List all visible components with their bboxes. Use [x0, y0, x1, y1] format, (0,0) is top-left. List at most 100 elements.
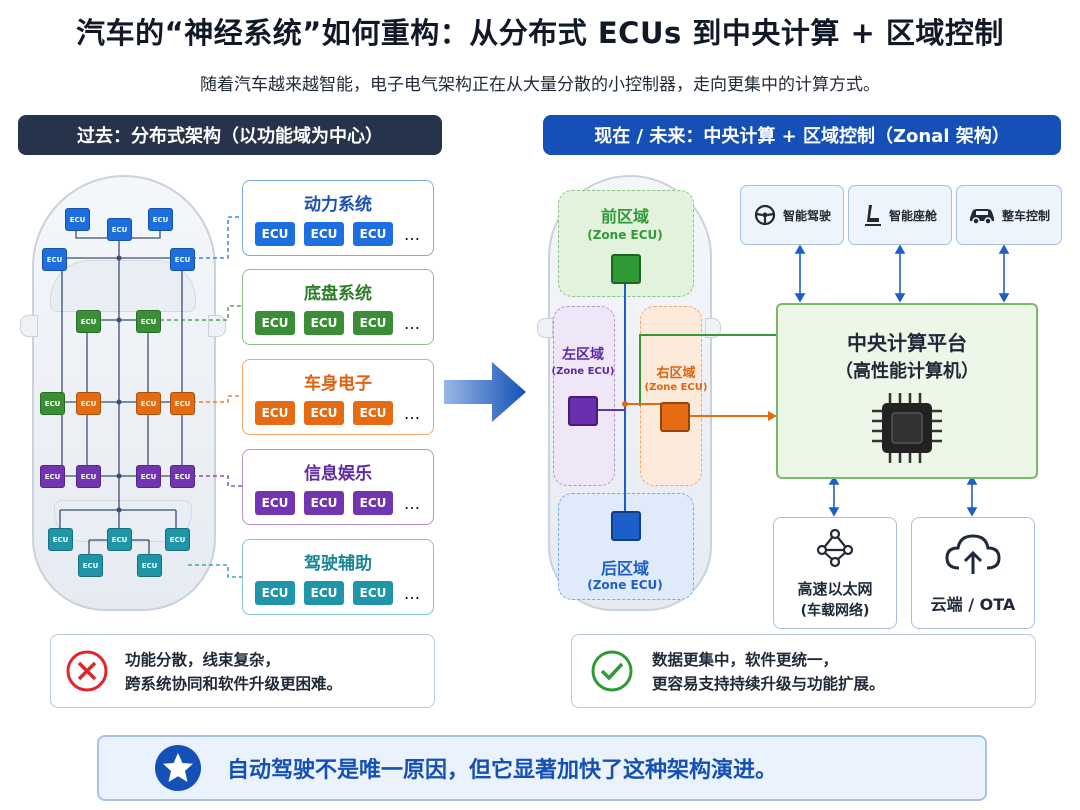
- transition-arrow-icon: [444, 362, 526, 422]
- zone-front-name: 前区域: [600, 207, 649, 226]
- ecu-block: ECU: [65, 208, 90, 231]
- zone-front-sub: (Zone ECU): [587, 228, 663, 242]
- con-line: 跨系统协同和软件升级更困难。: [125, 675, 343, 693]
- function-label: 智能驾驶: [782, 208, 831, 223]
- domain-ecu-chip: ECU: [304, 581, 344, 605]
- function-box-vehicle-control: 整车控制: [956, 185, 1062, 245]
- ecu-block: ECU: [170, 465, 195, 488]
- ecu-block: ECU: [42, 248, 67, 271]
- domain-name: 车身电子: [304, 374, 372, 394]
- cloud-box: 云端 / OTA: [911, 517, 1035, 629]
- domain-box-adas: 驾驶辅助 ECU ECU ECU …: [242, 539, 434, 615]
- zone-left-name: 左区域: [562, 347, 604, 363]
- zone-right-sub: (Zone ECU): [644, 382, 708, 393]
- domain-box-chassis: 底盘系统 ECU ECU ECU …: [242, 269, 434, 345]
- ecu-block: ECU: [78, 554, 103, 577]
- pro-line: 更容易支持持续升级与功能扩展。: [652, 675, 885, 693]
- domain-ecu-chip: ECU: [304, 401, 344, 425]
- domain-ecu-chip: ECU: [304, 491, 344, 515]
- zone-left-chip-icon: [568, 396, 598, 426]
- domain-ecu-chip: ECU: [255, 401, 295, 425]
- function-label: 智能座舱: [888, 208, 937, 223]
- ecu-block: ECU: [76, 310, 101, 333]
- con-note: 功能分散，线束复杂， 跨系统协同和软件升级更困难。: [50, 634, 435, 708]
- domain-ecu-chip: ECU: [353, 401, 393, 425]
- cloud-upload-icon: [945, 534, 1001, 574]
- pro-line: 数据更集中，软件更统一，: [652, 651, 839, 669]
- ecu-block: ECU: [76, 392, 101, 415]
- domain-ecu-chip: ECU: [353, 222, 393, 246]
- page-title: 汽车的“神经系统”如何重构：从分布式 ECUs 到中央计算 + 区域控制: [76, 16, 1004, 50]
- more-ellipsis: …: [404, 403, 421, 423]
- domain-ecu-chip: ECU: [353, 311, 393, 335]
- pro-note: 数据更集中，软件更统一， 更容易支持持续升级与功能扩展。: [571, 634, 1036, 708]
- mirror-right-r: [705, 318, 721, 338]
- ecu-block: ECU: [40, 392, 65, 415]
- banner-text: 自动驾驶不是唯一原因，但它显著加快了这种架构演进。: [227, 758, 778, 783]
- domain-name: 驾驶辅助: [304, 554, 372, 574]
- left-panel-header: 过去：分布式架构（以功能域为中心）: [18, 115, 442, 155]
- zone-right-name: 右区域: [656, 366, 696, 381]
- function-box-smart-cockpit: 智能座舱: [848, 185, 952, 245]
- more-ellipsis: …: [404, 493, 421, 513]
- ecu-block: ECU: [76, 465, 101, 488]
- domain-ecu-chip: ECU: [304, 311, 344, 335]
- domain-box-body: 车身电子 ECU ECU ECU …: [242, 359, 434, 435]
- right-panel-header: 现在 / 未来：中央计算 + 区域控制（Zonal 架构）: [543, 115, 1061, 155]
- domain-ecu-chip: ECU: [255, 311, 295, 335]
- domain-name: 底盘系统: [304, 284, 372, 304]
- domain-name: 信息娱乐: [304, 464, 372, 484]
- central-title: 中央计算平台: [847, 331, 967, 355]
- network-icon: [816, 528, 854, 568]
- ecu-block: ECU: [137, 554, 162, 577]
- domain-ecu-chip: ECU: [304, 222, 344, 246]
- function-label: 整车控制: [1001, 208, 1050, 223]
- steering-wheel-icon: [754, 204, 776, 226]
- zone-rear-name: 后区域: [600, 559, 649, 578]
- processor-icon: [872, 393, 942, 463]
- ecu-block: ECU: [136, 465, 161, 488]
- ecu-block: ECU: [170, 392, 195, 415]
- more-ellipsis: …: [404, 313, 421, 333]
- ecu-block: ECU: [170, 248, 195, 271]
- ecu-block: ECU: [136, 310, 161, 333]
- domain-ecu-chip: ECU: [255, 222, 295, 246]
- ecu-block: ECU: [165, 528, 190, 551]
- ecu-block: ECU: [107, 218, 132, 241]
- con-line: 功能分散，线束复杂，: [125, 651, 281, 669]
- cloud-label: 云端 / OTA: [930, 595, 1016, 614]
- ecu-block: ECU: [107, 528, 132, 551]
- domain-ecu-chip: ECU: [255, 581, 295, 605]
- more-ellipsis: …: [404, 583, 421, 603]
- ethernet-box: 高速以太网 (车载网络): [773, 517, 897, 629]
- zone-front-chip-icon: [611, 254, 641, 284]
- function-box-autonomous-driving: 智能驾驶: [740, 185, 844, 245]
- x-circle-icon: [66, 650, 108, 692]
- domain-box-powertrain: 动力系统 ECU ECU ECU …: [242, 180, 434, 256]
- central-subtitle: （高性能计算机）: [835, 361, 979, 382]
- zone-left-sub: (Zone ECU): [551, 366, 615, 377]
- domain-name: 动力系统: [304, 195, 372, 215]
- star-icon: [155, 745, 201, 791]
- more-ellipsis: …: [404, 224, 421, 244]
- domain-ecu-chip: ECU: [353, 491, 393, 515]
- seat-icon: [864, 205, 881, 226]
- check-circle-icon: [591, 650, 633, 692]
- mirror-left-l: [20, 315, 38, 337]
- domain-ecu-chip: ECU: [255, 491, 295, 515]
- ethernet-label: 高速以太网: [797, 580, 873, 598]
- mirror-right-l: [537, 318, 553, 338]
- central-compute-box: 中央计算平台 （高性能计算机）: [776, 303, 1038, 479]
- zone-rear-sub: (Zone ECU): [587, 578, 663, 592]
- domain-box-infotainment: 信息娱乐 ECU ECU ECU …: [242, 449, 434, 525]
- page-subtitle: 随着汽车越来越智能，电子电气架构正在从大量分散的小控制器，走向更集中的计算方式。: [200, 75, 880, 95]
- car-icon: [969, 209, 994, 225]
- ethernet-sublabel: (车载网络): [800, 603, 870, 619]
- zone-rear-chip-icon: [611, 511, 641, 541]
- domain-ecu-chip: ECU: [353, 581, 393, 605]
- zone-right-chip-icon: [660, 402, 690, 432]
- ecu-block: ECU: [136, 392, 161, 415]
- conclusion-banner: 自动驾驶不是唯一原因，但它显著加快了这种架构演进。: [97, 735, 987, 801]
- ecu-block: ECU: [48, 528, 73, 551]
